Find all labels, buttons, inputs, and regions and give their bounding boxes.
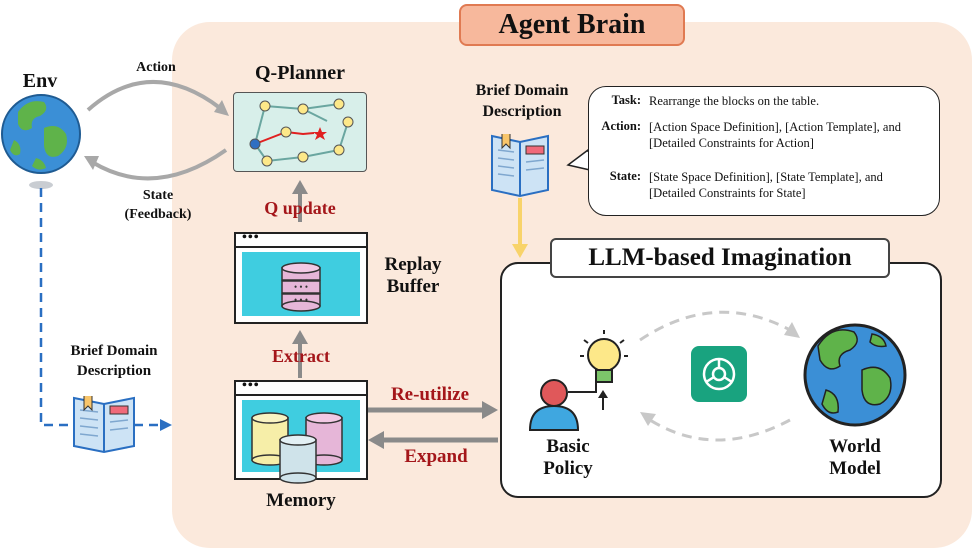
task-key: Task:: [611, 93, 641, 107]
chatgpt-icon: [691, 346, 747, 402]
top-domain-description-label: Brief Domain Description: [475, 82, 569, 120]
replay-buffer-label: Replay Buffer: [384, 254, 442, 297]
agent-brain-title: Agent Brain: [459, 4, 685, 46]
action-text: [Action Space Definition], [Action Templ…: [649, 120, 901, 150]
extract-label: Extract: [272, 346, 330, 366]
state-label: State (Feedback): [124, 188, 192, 222]
llm-imagination-title: LLM-based Imagination: [550, 238, 890, 278]
env-globe-icon: [1, 94, 81, 189]
action-key: Action:: [601, 119, 641, 133]
domain-description-bubble: Task: Rearrange the blocks on the table.…: [588, 86, 940, 216]
state-key: State:: [609, 169, 641, 183]
expand-label: Expand: [404, 446, 468, 467]
reutilize-label: Re-utilize: [390, 384, 470, 405]
q-planner-title: Q-Planner: [255, 62, 345, 84]
task-text: Rearrange the blocks on the table.: [649, 94, 820, 108]
q-update-label: Q update: [264, 198, 336, 218]
left-domain-description-label: Brief Domain Description: [70, 343, 158, 379]
memory-label: Memory: [266, 490, 336, 511]
env-label: Env: [22, 70, 58, 92]
world-model-label: World Model: [829, 436, 881, 479]
basic-policy-icon: [528, 330, 628, 431]
svg-text:• • •: • • •: [294, 282, 308, 292]
action-label: Action: [136, 60, 176, 75]
svg-text:• • •: • • •: [294, 295, 308, 305]
state-text: [State Space Definition], [State Templat…: [649, 170, 883, 200]
world-model-globe-icon: [803, 323, 907, 427]
basic-policy-label: Basic Policy: [543, 436, 593, 479]
